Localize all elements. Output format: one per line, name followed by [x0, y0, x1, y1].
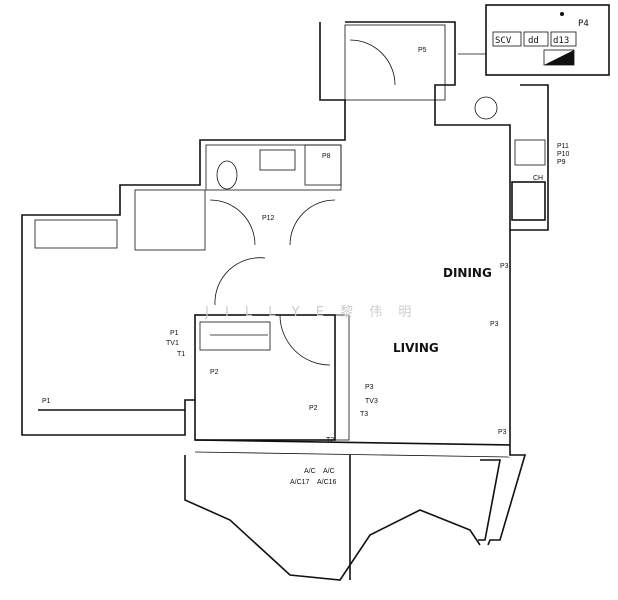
- outlet-p5: P5: [418, 47, 427, 54]
- ac-switch-17: A/C17: [290, 479, 310, 486]
- d13-label: d13: [553, 36, 569, 46]
- pendant-icon: [560, 12, 564, 16]
- phone-outlet-t3: T3: [360, 411, 368, 418]
- d13-button: [550, 31, 577, 47]
- ac-switch-16: A/C16: [317, 479, 337, 486]
- tv-outlet-tv3: TV3: [365, 398, 378, 405]
- outlet-p3-dining-top: P3: [500, 263, 509, 270]
- scv-label: SCV: [495, 36, 512, 46]
- legend-box: [458, 4, 610, 76]
- outlet-p3-dining-bottom: P3: [498, 429, 507, 436]
- outlet-p2-living: P2: [309, 405, 318, 412]
- room-label-living: LIVING: [393, 341, 439, 355]
- outlet-p3-living: P3: [365, 384, 374, 391]
- room-label-dining: DINING: [443, 266, 492, 280]
- switch-triangle-icon: [544, 50, 574, 65]
- outlet-p8: P8: [322, 153, 331, 160]
- phone-outlet-t1: T1: [177, 351, 185, 358]
- scv-button: [492, 31, 522, 47]
- outlet-p1-balcony: P1: [42, 398, 51, 405]
- dd-label: dd: [528, 36, 539, 46]
- walls: [21, 21, 549, 581]
- dd-button: [523, 31, 549, 47]
- ac-switch-1: A/C: [304, 468, 316, 475]
- outlet-p2-bedroom: P2: [210, 369, 219, 376]
- p4-label: P4: [578, 19, 589, 29]
- tv-outlet-tv1: TV1: [166, 340, 179, 347]
- outlet-p1-bedroom: P1: [170, 330, 179, 337]
- outlet-p3-dining-mid: P3: [490, 321, 499, 328]
- outlet-p9: P9: [557, 159, 566, 166]
- cooker-hood-label: CH: [533, 175, 543, 182]
- outlet-p11: P11: [557, 143, 569, 150]
- phone-outlet-t2: T2: [326, 437, 334, 444]
- ac-switch-2: A/C: [323, 468, 335, 475]
- outlet-p10: P10: [557, 151, 570, 158]
- outlet-p12: P12: [262, 215, 275, 222]
- watermark: J I L L Y E 黎 伟 明: [204, 305, 417, 320]
